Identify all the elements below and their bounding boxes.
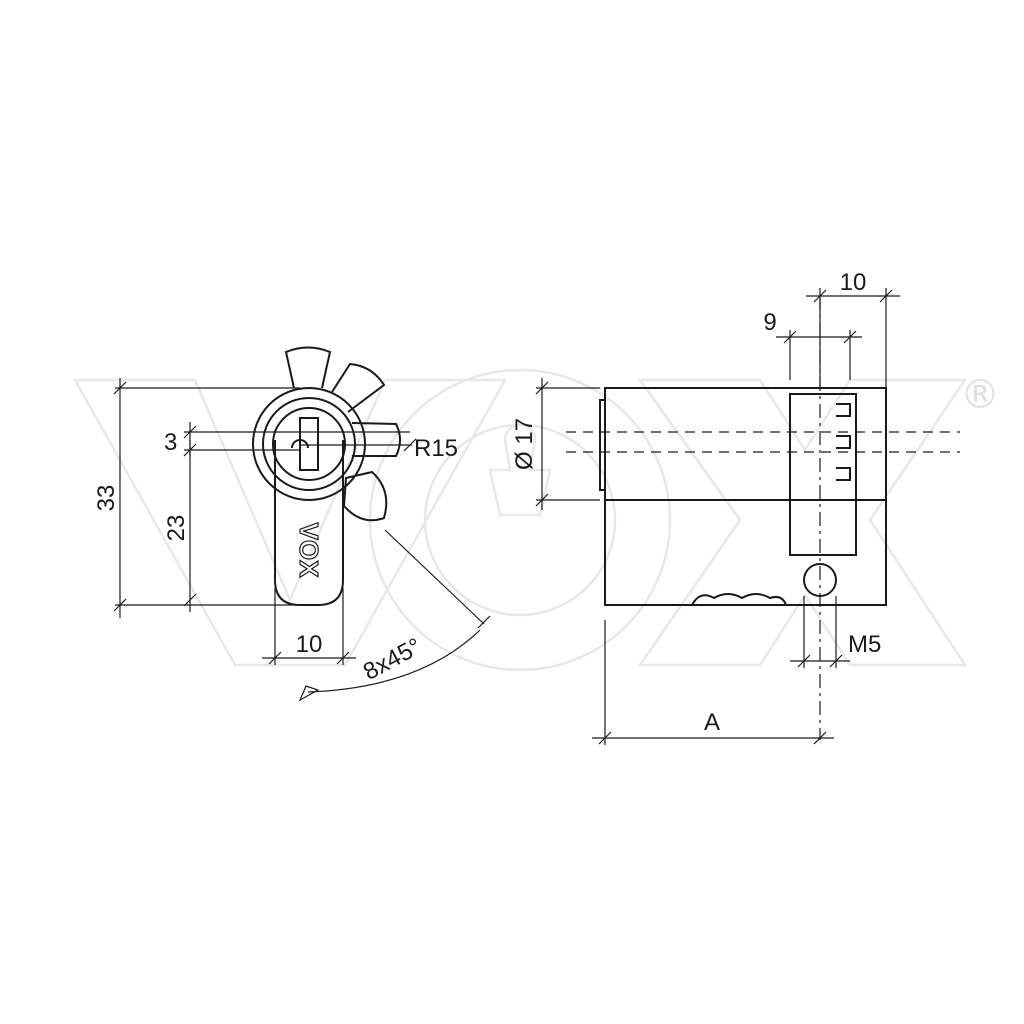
cam-lobe-upper-right [331,362,386,413]
dimension-r15-label: R15 [414,435,458,462]
watermark-letter-o [368,368,672,672]
dimension-m5: M5 [790,596,881,668]
dimension-3: 3 [164,422,410,456]
watermark-letter-v [72,378,508,667]
dimension-width-10: 10 [262,588,356,665]
watermark: ® [72,368,1000,672]
watermark-v-shape [72,378,508,667]
dimension-top-9-label: 9 [763,309,776,336]
cam-lobes [284,346,401,522]
cylinder-head-inner [262,397,356,491]
cam-slot [789,393,857,556]
cam-teeth [836,403,851,481]
watermark-letter-x [637,378,968,667]
cylinder-side-body [604,387,887,606]
dimension-r15: R15 [300,435,458,462]
dimension-width-10-label: 10 [296,631,323,658]
front-view: VOX 33 23 3 R15 [93,346,491,702]
side-view: Ø 17 10 9 M5 [511,269,960,745]
cylinder-side-grooves [691,593,787,606]
cylinder-lower-body [274,440,344,606]
dimension-33-label: 33 [93,485,120,512]
cylinder-plug [272,407,346,481]
dimension-top-9: 9 [763,309,862,380]
dimension-8x45: 8x45° [298,529,491,702]
dimension-diameter: Ø 17 [511,378,600,510]
dimension-diameter-label: Ø 17 [511,418,538,470]
cam-lobe-right [351,422,401,457]
dimension-23-label: 23 [163,515,190,542]
dimension-a-label: A [704,709,720,736]
cylinder-head-outer [252,387,366,501]
watermark-o-outer [368,368,672,672]
watermark-keyhole [488,423,552,517]
cam-lobe-lower-right [342,470,388,522]
dimension-8x45-label: 8x45° [359,633,426,686]
cylinder-side-front-step [599,399,605,491]
cylinder-logo: VOX [294,523,324,579]
dimension-top-10-label: 10 [840,269,867,296]
registered-mark: ® [960,372,1000,418]
dimension-m5-label: M5 [848,631,881,658]
dimension-top-10: 10 [806,269,900,388]
dimension-23: 23 [163,440,300,612]
watermark-x-shape [637,378,968,667]
cam-lobe-top [284,346,332,389]
dimension-33: 33 [93,378,300,618]
keyway [291,417,319,471]
dimension-3-label: 3 [164,429,177,456]
dimension-a: A [592,620,834,745]
